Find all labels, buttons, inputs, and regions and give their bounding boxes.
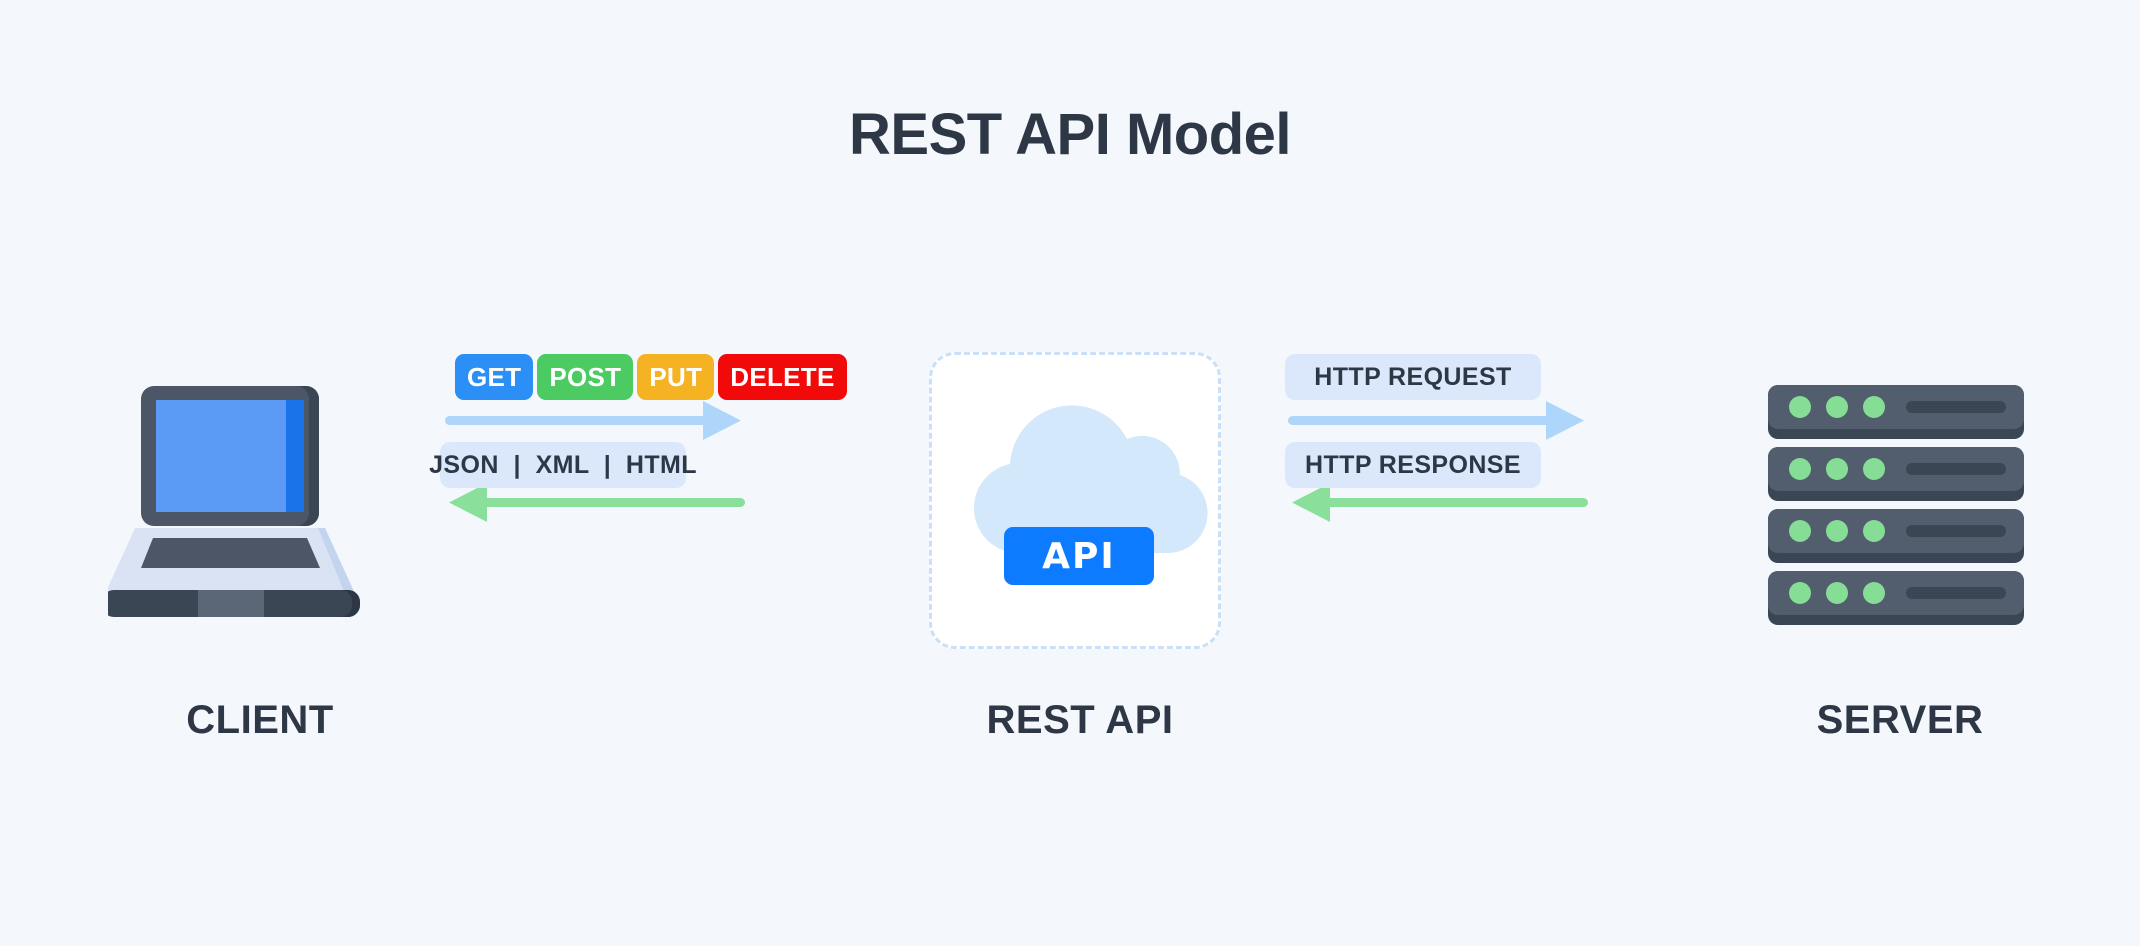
method-badge-delete[interactable]: DELETE xyxy=(718,354,847,400)
page-title: REST API Model xyxy=(849,102,1292,167)
node-label-server: SERVER xyxy=(1816,698,1984,742)
http-request-pill: HTTP REQUEST xyxy=(1285,354,1541,400)
api-badge[interactable]: API xyxy=(1004,527,1154,585)
method-badge-post[interactable]: POST xyxy=(537,354,634,400)
cloud-icon xyxy=(932,355,1224,652)
payload-format-pill: JSON | XML | HTML xyxy=(429,442,696,488)
http-response-pill: HTTP RESPONSE xyxy=(1285,442,1541,488)
node-label-rest-api: REST API xyxy=(986,698,1174,742)
server-stack-icon xyxy=(1768,385,2024,625)
http-method-badge-group: GET POST PUT DELETE xyxy=(455,354,847,400)
response-arrow-api-to-client xyxy=(449,483,745,522)
request-arrow-client-to-api xyxy=(445,401,741,440)
response-arrow-server-to-api xyxy=(1292,483,1588,522)
method-badge-get[interactable]: GET xyxy=(455,354,534,400)
node-label-client: CLIENT xyxy=(186,698,334,742)
flow-api-to-server: HTTP REQUEST HTTP RESPONSE xyxy=(1285,340,1700,650)
flow-client-to-api: GET POST PUT DELETE JSON | XML | HTML xyxy=(429,340,860,650)
rest-api-card: API xyxy=(929,352,1221,649)
laptop-icon xyxy=(102,386,373,621)
request-arrow-api-to-server xyxy=(1288,401,1584,440)
method-badge-put[interactable]: PUT xyxy=(637,354,715,400)
